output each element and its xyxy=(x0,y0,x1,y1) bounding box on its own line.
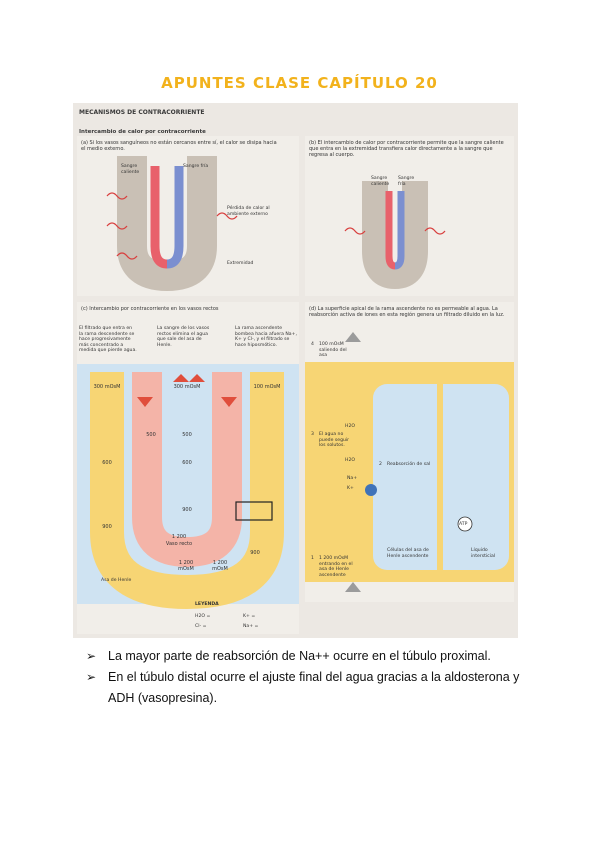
countercurrent-figure: MECANISMOS DE CONTRACORRIENTE Intercambi… xyxy=(73,103,518,638)
panel-c-caption: (c) Intercambio por contracorriente en l… xyxy=(81,306,219,312)
panel-a-limb-label: Extremidad xyxy=(227,261,254,266)
panel-b-cold-label: Sangre fría xyxy=(398,176,415,187)
bullet-arrow-icon: ➢ xyxy=(86,649,97,663)
step-4-label: 100 mOsM saliendo del asa xyxy=(319,342,347,358)
step-4-number: 4 xyxy=(311,342,314,347)
atp-label: ATP xyxy=(459,522,468,527)
panel-c-note-2: La sangre de los vasos rectos elimina el… xyxy=(157,326,210,348)
vaso-recto-label: Vaso recto xyxy=(165,541,193,547)
panel-c: (c) Intercambio por contracorriente en l… xyxy=(77,302,299,634)
panel-b-caption: (b) El intercambio de calor por contraco… xyxy=(309,140,504,158)
bullet-item: ➢ La mayor parte de reabsorción de Na++ … xyxy=(86,646,526,667)
panel-d: (d) La superficie apical de la rama asce… xyxy=(305,302,514,602)
cells-label: Células del asa de Henle ascendente xyxy=(387,548,429,559)
panel-a: (a) Si los vasos sanguíneos no están cer… xyxy=(77,136,299,296)
bullet-list: ➢ La mayor parte de reabsorción de Na++ … xyxy=(86,646,526,709)
page-title: APUNTES CLASE CAPÍTULO 20 xyxy=(161,74,438,92)
legend-title: LEYENDA xyxy=(195,602,219,607)
value-500-a: 500 xyxy=(146,432,156,438)
figure-subheader: Intercambio de calor por contracorriente xyxy=(79,129,206,135)
legend-cl: Cl- = xyxy=(195,624,207,629)
value-600-a: 600 xyxy=(102,460,112,466)
step-1-label: 1 200 mOsM entrando en el asa de Henle a… xyxy=(319,556,353,578)
legend-k: K+ = xyxy=(243,614,256,619)
panel-b: (b) El intercambio de calor por contraco… xyxy=(305,136,514,296)
value-600-b: 600 xyxy=(182,460,192,466)
panel-c-illustration xyxy=(77,364,299,610)
panel-b-illustration xyxy=(344,181,446,290)
panel-c-note-1: El filtrado que entra en la rama descend… xyxy=(79,326,137,353)
value-1200: 1 200 xyxy=(171,534,187,540)
legend-na: Na+ = xyxy=(243,624,259,629)
osm-300-b: 300 mOsM xyxy=(173,384,201,390)
step-3-label: El agua no puede seguir los solutos. xyxy=(319,432,350,448)
panel-a-caption: (a) Si los vasos sanguíneos no están cer… xyxy=(81,140,277,152)
step-3-number: 3 xyxy=(311,432,314,437)
figure-header: MECANISMOS DE CONTRACORRIENTE xyxy=(79,109,205,116)
legend-h2o: H2O = xyxy=(195,614,211,619)
panel-a-cold-label: Sangre fría xyxy=(183,164,209,169)
asa-henle-label: Asa de Henle xyxy=(101,578,132,583)
value-900-a: 900 xyxy=(102,524,112,530)
na-label: Na+ xyxy=(347,476,358,481)
value-500-b: 500 xyxy=(182,432,192,438)
step-2-number: 2 xyxy=(379,462,382,467)
panel-d-caption: (d) La superficie apical de la rama asce… xyxy=(309,306,505,318)
step-1-number: 1 xyxy=(311,556,314,561)
osm-100: 100 mOsM xyxy=(253,384,281,390)
panel-a-illustration xyxy=(106,156,238,292)
bullet-arrow-icon: ➢ xyxy=(86,670,97,684)
panel-d-illustration xyxy=(305,332,514,592)
osm-300-a: 300 mOsM xyxy=(93,384,121,390)
panel-a-heat-loss-label: Pérdida de calor al ambiente externo xyxy=(227,206,270,217)
osm-1200-b: 1 200 mOsM xyxy=(212,560,228,572)
bullet-item: ➢ En el túbulo distal ocurre el ajuste f… xyxy=(86,667,526,709)
bullet-text: La mayor parte de reabsorción de Na++ oc… xyxy=(108,649,491,663)
panel-b-warm-label: Sangre caliente xyxy=(371,176,390,187)
value-900-b: 900 xyxy=(182,507,192,513)
h2o-label-1: H2O xyxy=(345,424,355,429)
k-label: K+ xyxy=(347,486,354,491)
panel-a-warm-label: Sangre caliente xyxy=(121,164,140,175)
interstitial-label: Líquido intersticial xyxy=(471,548,496,559)
h2o-label-2: H2O xyxy=(345,458,355,463)
value-900-c: 900 xyxy=(250,550,260,556)
bullet-text: En el túbulo distal ocurre el ajuste fin… xyxy=(108,670,520,705)
panel-c-note-3: La rama ascendente bombea hacia afuera N… xyxy=(235,326,297,348)
osm-1200-a: 1 200 mOsM xyxy=(178,560,194,572)
step-2-label: Reabsorción de sal xyxy=(387,462,431,467)
